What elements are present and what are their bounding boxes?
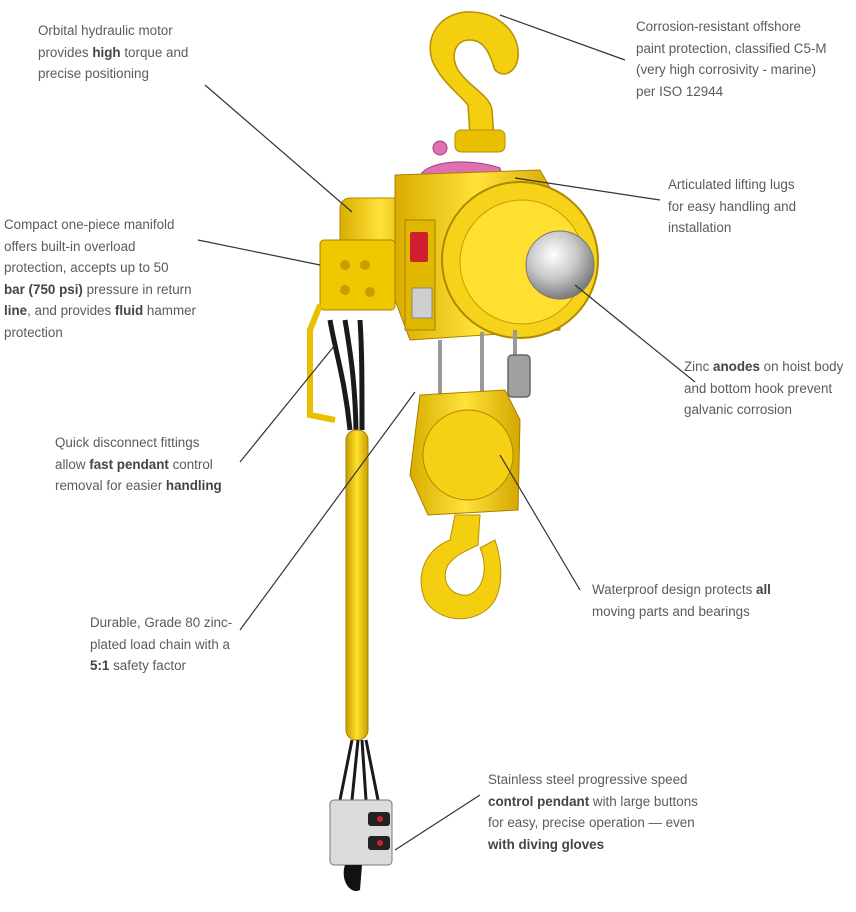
callout-anodes: Zinc anodes on hoist body and bottom hook…: [684, 356, 843, 421]
callout-lugs: Articulated lifting lugs for easy handlin…: [668, 174, 796, 239]
bottom-hook-icon: [409, 389, 521, 620]
callout-line: plated load chain with a: [90, 636, 230, 652]
callout-line: protection, accepts up to 50: [4, 260, 169, 275]
callout-motor: Orbital hydraulic motor provides high tor…: [38, 20, 188, 85]
callout-line: line, and provides fluid hammer: [4, 303, 197, 318]
callout-line: Zinc anodes on hoist body: [684, 359, 844, 374]
callout-line: removal for easier handling: [55, 478, 222, 493]
callout-chain: Durable, Grade 80 zinc-plated load chain…: [90, 612, 232, 677]
callout-line: allow fast pendant control: [55, 456, 213, 472]
hoist-body-icon: [394, 169, 599, 341]
callout-line: and bottom hook prevent: [684, 380, 833, 396]
callout-line: Waterproof design protects all: [592, 582, 771, 597]
callout-line: Quick disconnect fittings: [55, 435, 200, 450]
callout-line: with diving gloves: [488, 836, 605, 852]
control-hose-icon: [307, 303, 380, 801]
callout-line: precise positioning: [38, 66, 149, 81]
callout-line: Stainless steel progressive speed: [488, 772, 688, 787]
callout-line: (very high corrosivity - marine): [636, 62, 817, 77]
callout-line: paint protection, classified C5-M: [636, 40, 827, 56]
callout-waterproof: Waterproof design protects all moving par…: [592, 579, 771, 622]
callout-line: bar (750 psi) pressure in return: [4, 281, 192, 297]
callout-line: Orbital hydraulic motor: [38, 23, 173, 38]
callout-line: 5:1 safety factor: [90, 658, 187, 673]
callout-line: galvanic corrosion: [684, 402, 792, 417]
callout-line: Articulated lifting lugs: [668, 177, 795, 192]
callout-line: per ISO 12944: [636, 83, 724, 99]
callout-line: Compact one-piece manifold: [4, 217, 175, 232]
pendant-icon: [329, 799, 393, 891]
top-hook-icon: [429, 11, 519, 153]
callout-line: installation: [668, 220, 732, 235]
callout-line: offers built-in overload: [4, 238, 136, 254]
callout-line: protection: [4, 324, 63, 340]
load-chain-icon: [438, 330, 531, 398]
leader-lines: [197, 14, 696, 851]
callout-line: Durable, Grade 80 zinc-: [90, 615, 233, 630]
callout-line: for easy handling and: [668, 198, 797, 214]
callout-line: provides high torque and: [38, 44, 189, 60]
callout-line: Corrosion-resistant offshore: [636, 19, 801, 34]
callout-manifold: Compact one-piece manifold offers built-i…: [4, 214, 196, 343]
callout-line: control pendant with large buttons: [488, 793, 698, 809]
callout-line: moving parts and bearings: [592, 603, 750, 619]
callout-pendant: Stainless steel progressive speed control…: [488, 769, 698, 855]
callout-line: for easy, precise operation — even: [488, 815, 695, 830]
zinc-anode-icon: [525, 230, 595, 300]
callout-fittings: Quick disconnect fittings allow fast pend…: [55, 432, 222, 497]
callout-paint: Corrosion-resistant offshore paint protec…: [636, 16, 827, 102]
